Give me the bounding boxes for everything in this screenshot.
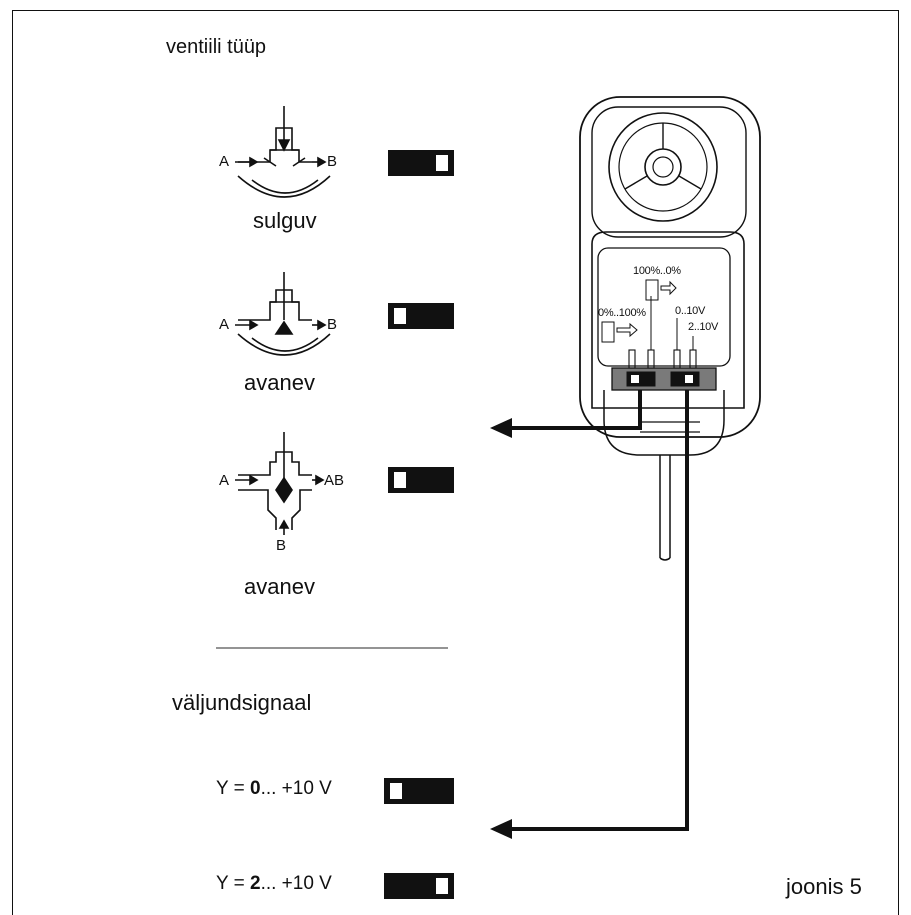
valve3-port-a: A — [219, 472, 230, 489]
signal-2v-switch-knob — [436, 878, 448, 894]
valve-type-heading: ventiili tüüp — [166, 36, 267, 58]
signal-option-2v: Y = 2... +10 V — [216, 873, 332, 894]
valve2-switch-knob — [394, 308, 406, 324]
actuator-device — [579, 96, 761, 561]
valve2-caption: avanev — [244, 370, 315, 395]
arrow-to-signal-switch — [490, 819, 512, 839]
arrow-to-valve-switch — [490, 418, 512, 438]
device-label-0-10v: 0..10V — [675, 305, 706, 317]
valve2-dip-switch — [388, 303, 454, 329]
signal-0v-switch-knob — [390, 783, 402, 799]
figure-label: joonis 5 — [786, 874, 862, 899]
signal-option-0v: Y = 0... +10 V — [216, 778, 332, 799]
valve1-dip-switch — [388, 150, 454, 176]
valve2-port-a: A — [219, 316, 230, 333]
valve1-port-b: B — [327, 153, 338, 170]
valve1-port-a: A — [219, 153, 230, 170]
valve1-switch-knob — [436, 155, 448, 171]
output-signal-heading: väljundsignaal — [172, 690, 312, 715]
valve3-symbol — [235, 432, 325, 535]
valve1-caption: sulguv — [253, 208, 317, 233]
valve3-caption: avanev — [244, 574, 315, 599]
valve3-port-b: B — [276, 537, 287, 554]
valve3-switch-knob — [394, 472, 406, 488]
device-label-0-100: 0%..100% — [598, 307, 646, 319]
device-label-2-10v: 2..10V — [688, 321, 719, 333]
valve1-symbol — [235, 106, 331, 198]
valve2-symbol — [235, 272, 331, 356]
device-label-100-0: 100%..0% — [633, 265, 681, 277]
valve2-port-b: B — [327, 316, 338, 333]
signal-2v-dip-switch — [384, 873, 454, 899]
valve3-dip-switch — [388, 467, 454, 493]
figure-frame — [12, 10, 899, 915]
valve3-port-ab: AB — [324, 472, 345, 489]
signal-0v-dip-switch — [384, 778, 454, 804]
